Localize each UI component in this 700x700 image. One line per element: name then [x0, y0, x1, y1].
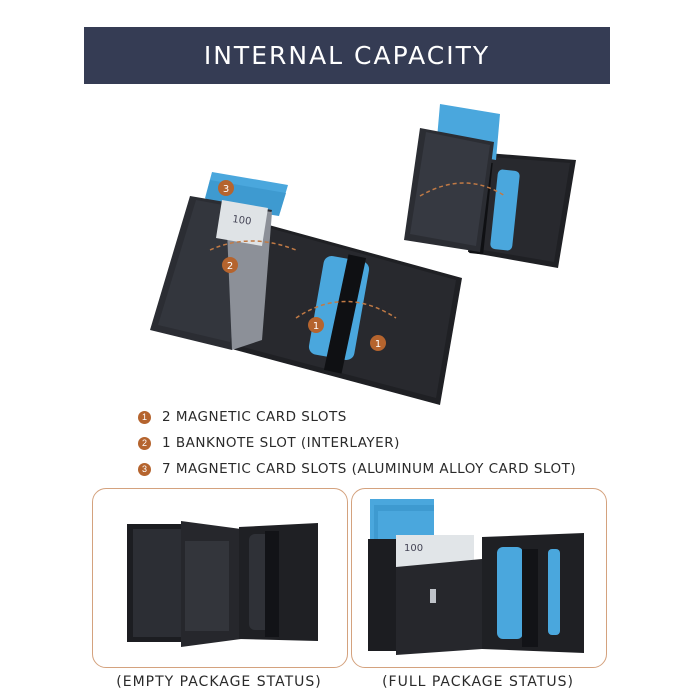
empty-package-panel: [92, 488, 348, 668]
legend-badge-icon: 1: [138, 410, 151, 424]
legend-item-label: 2 MAGNETIC CARD SLOTS: [162, 409, 347, 425]
marker-2-icon: 2: [222, 257, 238, 273]
full-package-panel: 100: [351, 488, 607, 668]
svg-text:1: 1: [375, 339, 381, 350]
legend-item-label: 7 MAGNETIC CARD SLOTS (ALUMINUM ALLOY CA…: [162, 461, 577, 477]
svg-text:3: 3: [223, 184, 229, 195]
svg-text:2: 2: [227, 261, 233, 272]
open-wallet-large: 100 3 2 1 1: [150, 172, 462, 405]
hero-illustration: 100 3 2 1 1: [150, 104, 576, 405]
legend-item-banknote-slot: 2 1 BANKNOTE SLOT (INTERLAYER): [138, 430, 576, 456]
empty-package-caption: (EMPTY PACKAGE STATUS): [116, 674, 322, 690]
capacity-legend: 1 2 MAGNETIC CARD SLOTS 2 1 BANKNOTE SLO…: [138, 404, 576, 482]
full-package-caption: (FULL PACKAGE STATUS): [382, 674, 574, 690]
marker-1b-icon: 1: [370, 335, 386, 351]
empty-wallet-illustration: [127, 521, 318, 647]
open-wallet-small: [404, 104, 576, 268]
marker-3-icon: 3: [218, 180, 234, 196]
full-wallet-illustration: 100: [368, 499, 584, 655]
legend-badge-icon: 3: [138, 462, 151, 476]
legend-item-label: 1 BANKNOTE SLOT (INTERLAYER): [162, 435, 400, 451]
banner-title: INTERNAL CAPACITY: [203, 41, 491, 70]
panel-banknote-label: 100: [404, 543, 423, 554]
banknote-label: 100: [232, 214, 252, 228]
legend-item-aluminum-slot: 3 7 MAGNETIC CARD SLOTS (ALUMINUM ALLOY …: [138, 456, 576, 482]
legend-badge-icon: 2: [138, 436, 151, 450]
marker-1a-icon: 1: [308, 317, 324, 333]
svg-text:1: 1: [313, 321, 319, 332]
legend-item-card-slots: 1 2 MAGNETIC CARD SLOTS: [138, 404, 576, 430]
title-banner: INTERNAL CAPACITY: [84, 27, 610, 84]
